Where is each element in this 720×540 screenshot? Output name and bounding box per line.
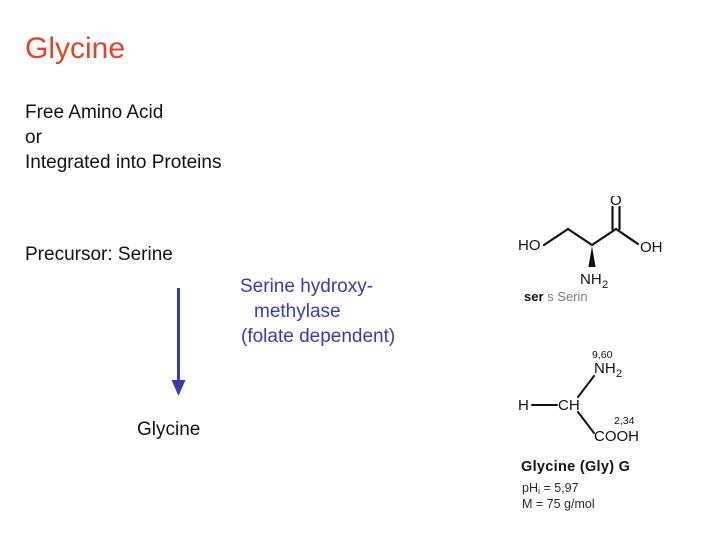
intro-line-2: or: [25, 127, 42, 148]
glycine-label-h: H: [518, 397, 529, 414]
serine-name: Serin: [557, 289, 588, 304]
glycine-molar-mass: M = 75 g/mol: [522, 497, 595, 511]
glycine-pka-acid: 2,34: [614, 415, 635, 427]
pi-value: = 5,97: [539, 481, 579, 495]
serine-structure-diagram: HO O OH NH 2: [518, 196, 663, 291]
glycine-pka-amine: 9,60: [592, 349, 613, 361]
page-title: Glycine: [25, 32, 126, 65]
enzyme-line-3: (folate dependent): [241, 326, 396, 347]
pi-label: pH: [522, 481, 538, 495]
enzyme-line-2: methylase: [254, 301, 341, 322]
glycine-name-caption: Glycine (Gly) G: [521, 459, 631, 475]
enzyme-line-1: Serine hydroxy-: [240, 276, 374, 297]
stereo-wedge-bond: [588, 246, 596, 267]
glycine-label-nh-subscript: 2: [616, 368, 622, 380]
serine-letter: s: [547, 289, 554, 304]
glycine-label-cooh: COOH: [594, 428, 639, 445]
pi-subscript: i: [537, 486, 540, 496]
glycine-label-nh: NH: [594, 360, 616, 377]
serine-label-ho: HO: [518, 237, 541, 254]
serine-label-nh-subscript: 2: [602, 279, 608, 291]
reaction-arrow: [166, 288, 192, 400]
serine-label-carbonyl-o: O: [610, 196, 622, 209]
structure-panel: HO O OH NH 2: [506, 196, 706, 301]
enzyme-annotation: Serine hydroxy- methylase (folate depend…: [240, 274, 395, 349]
intro-line-3: Integrated into Proteins: [25, 152, 222, 173]
product-label: Glycine: [137, 419, 201, 440]
glycine-structure-diagram: H CH NH 2 COOH 9,60 2,34: [518, 349, 639, 445]
precursor-label: Precursor: Serine: [25, 244, 173, 265]
serine-label-oh: OH: [640, 239, 663, 256]
intro-text-block: Free Amino Acid or Integrated into Prote…: [25, 100, 221, 175]
glycine-properties: pHi = 5,97 M = 75 g/mol: [522, 481, 595, 512]
serine-label-nh: NH: [580, 271, 602, 288]
glycine-label-ch: CH: [558, 397, 580, 414]
arrow-down-icon: [171, 288, 186, 396]
serine-caption: ser s Serin: [524, 289, 588, 304]
glycine-isoelectric-point: pHi = 5,97: [522, 481, 595, 497]
glycine-structure-wrap: H CH NH 2 COOH 9,60 2,34: [506, 348, 706, 458]
serine-abbr: ser: [524, 289, 544, 304]
intro-line-1: Free Amino Acid: [25, 102, 164, 123]
